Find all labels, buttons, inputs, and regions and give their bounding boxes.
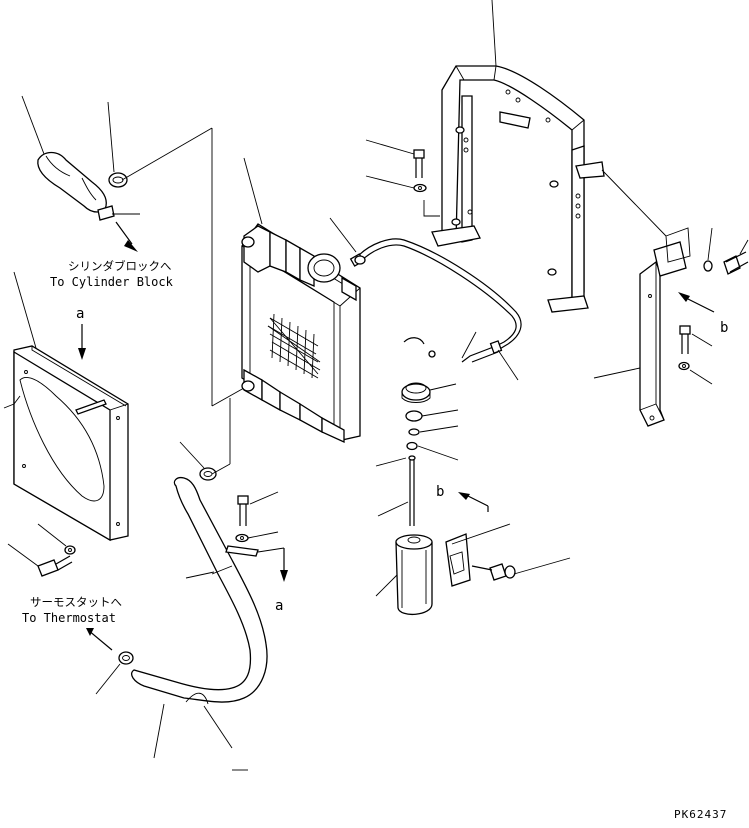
lower-bolt-leader: [691, 333, 713, 347]
to-cylinder-block-en: To Cylinder Block: [50, 275, 174, 289]
side-plate-washer-leader: [707, 227, 713, 261]
arrow-to-thermostat: [86, 628, 113, 651]
lower-washer-leader: [689, 369, 713, 385]
upper-hose: [37, 151, 128, 221]
washer-leader: [37, 523, 67, 547]
tank-bracket-leader: [451, 523, 511, 545]
ref-a-bottom: a: [275, 598, 283, 614]
arrow-b-center: [458, 492, 489, 512]
side-plate-leader: [593, 367, 641, 379]
to-cylinder-block-jp: シリンダブロックへ: [68, 259, 172, 273]
arrow-b-right: [678, 292, 715, 313]
tank-bracket: [445, 533, 516, 587]
frame-bolt-leader: [365, 139, 415, 155]
frame-bolt-guide: [423, 200, 440, 217]
overflow-tube-clip-leader: [497, 349, 519, 381]
shroud-leader: [13, 271, 37, 349]
fan-shroud: [3, 345, 129, 542]
side-plate-bracket: [639, 227, 691, 427]
radiator: [241, 223, 361, 444]
frame-washer-leader: [365, 175, 415, 189]
upper-hose-leaders: [21, 95, 245, 407]
arrow-to-cylinder-block: [115, 221, 138, 252]
ref-a-top: a: [76, 306, 84, 322]
washer-hose-leader: [247, 531, 279, 539]
tank-cap-assembly: [401, 337, 436, 526]
ref-b-right: b: [720, 320, 728, 336]
overflow-tube-leader: [329, 217, 357, 253]
to-thermostat-jp: サーモスタットへ: [30, 595, 122, 609]
frame-bolt: [413, 149, 427, 193]
drawing-number: PK62437: [674, 808, 727, 821]
frame-bracket: [431, 65, 605, 313]
ref-b-center: b: [436, 484, 444, 500]
bolt-lower-left: [37, 545, 76, 577]
arrow-a-bottom: [280, 548, 288, 582]
frame-to-plate-leader: [601, 169, 667, 237]
side-plate-lower-bolt: [678, 325, 691, 371]
frame-bracket-leader: [491, 0, 497, 67]
tank-bolt-leader: [513, 557, 571, 575]
lower-hose: [118, 467, 268, 705]
overflow-tube: [349, 238, 522, 363]
lower-hose-leaders: [95, 398, 248, 771]
reserve-tank: [395, 534, 433, 615]
bolt-hose-clamp: [225, 495, 259, 557]
bracket-hose-leader: [257, 547, 285, 553]
overflow-hose-leader: [461, 331, 477, 359]
side-plate-bolt: [703, 251, 749, 275]
to-thermostat-en: To Thermostat: [22, 611, 116, 625]
side-plate-bolt-leader: [739, 239, 749, 255]
bolt-leader: [7, 543, 39, 567]
bolt-hose-leader: [249, 491, 279, 505]
tank-leaders: [375, 383, 459, 597]
radiator-leader: [243, 157, 263, 225]
arrow-a-top: [78, 324, 86, 360]
